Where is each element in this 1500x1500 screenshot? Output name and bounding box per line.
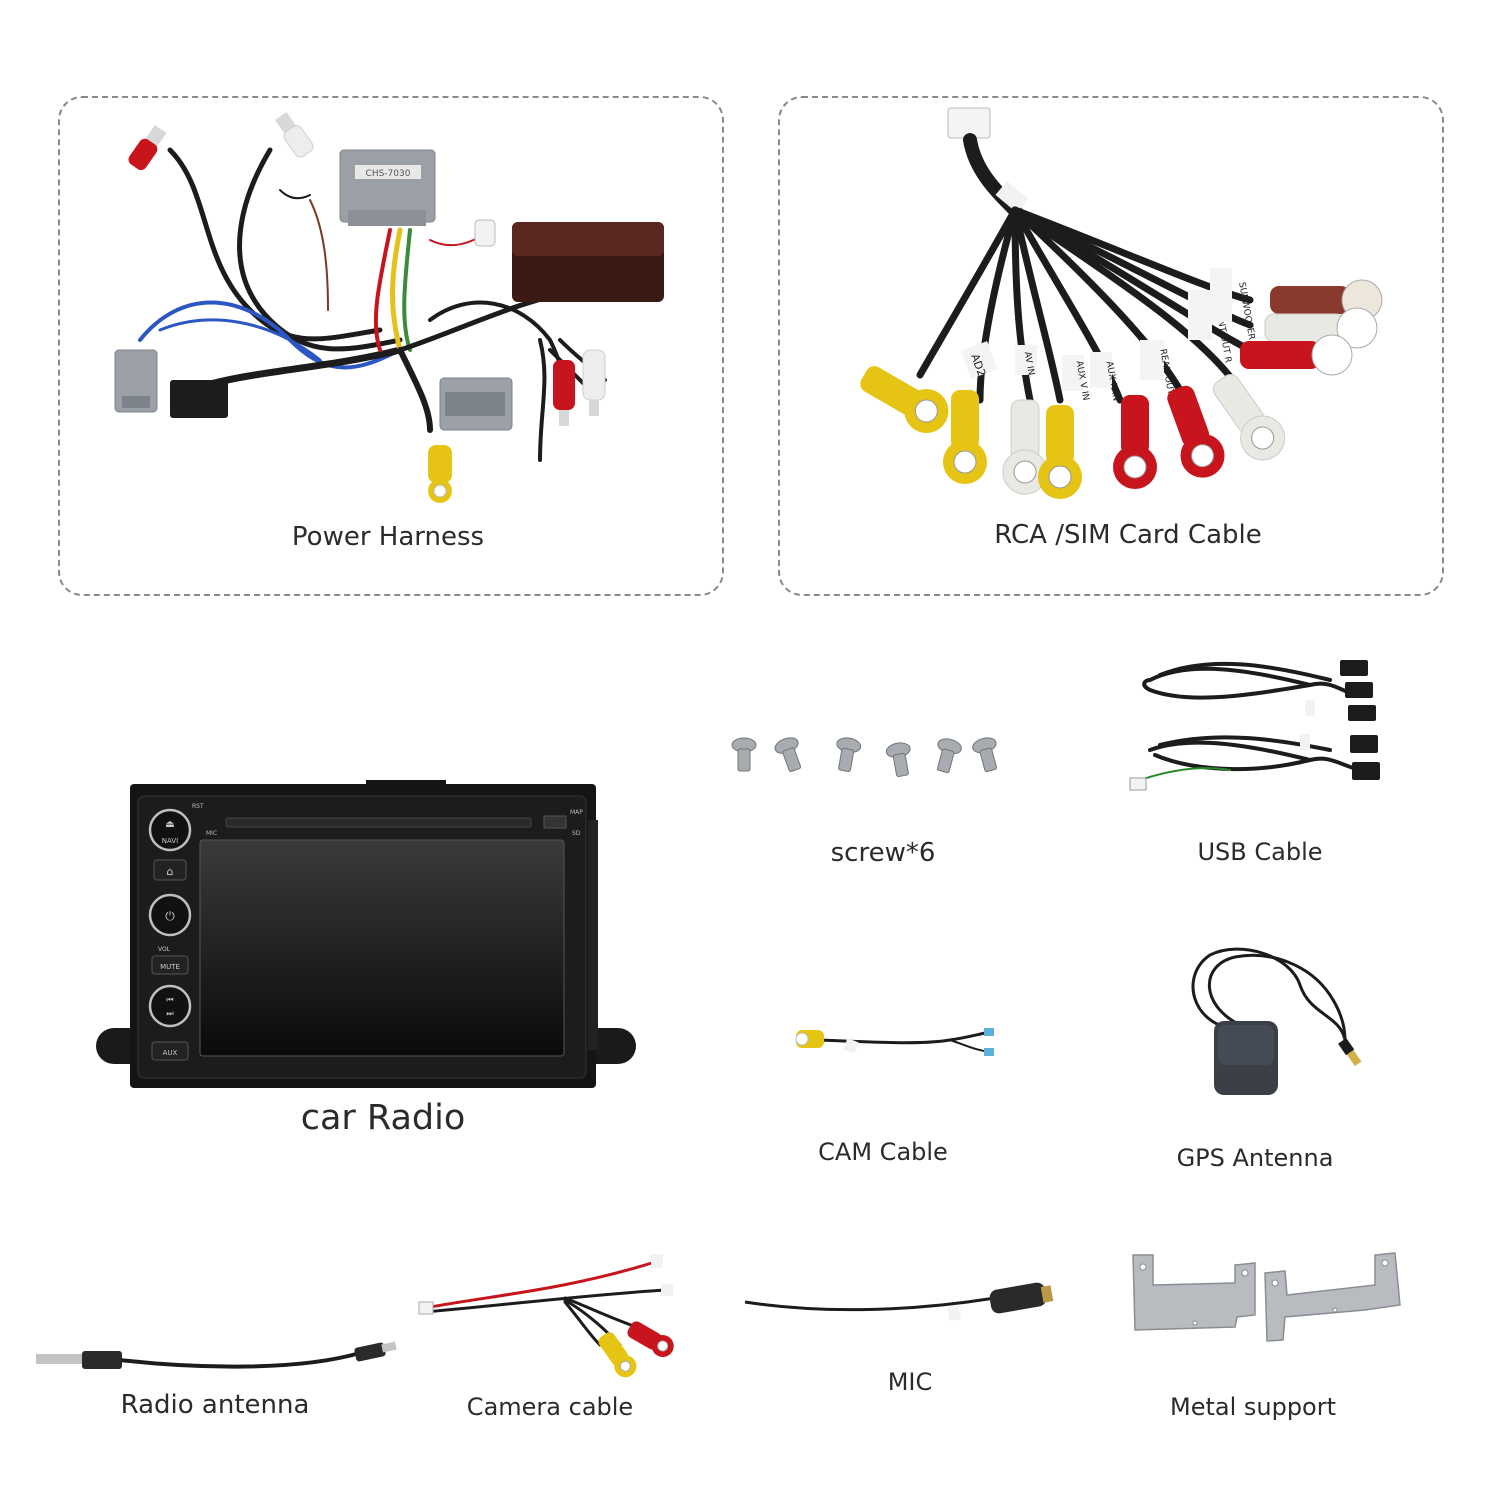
- power-harness-label: Power Harness: [291, 522, 485, 552]
- cam-cable-label: CAM Cable: [818, 1138, 948, 1166]
- car-radio-image: ⏏ NAVI ⌂ ⏻ VOL MUTE ⏮ ⏭ AUX RST MIC MAP …: [96, 780, 636, 1092]
- mute-button-label: MUTE: [160, 963, 180, 971]
- svg-text:⏏: ⏏: [165, 819, 174, 830]
- rca-tag-av-in: AV IN: [1022, 351, 1036, 376]
- usb-cable-image: [1129, 650, 1390, 800]
- svg-text:⏭: ⏭: [166, 1009, 173, 1018]
- mic-small-label: MIC: [206, 830, 217, 837]
- cam-cable-image: [790, 1020, 1000, 1070]
- camera-cable-image: [415, 1250, 685, 1380]
- usb-cable-label: USB Cable: [1197, 838, 1323, 866]
- rca-cable-image: AD2 AV IN AUX V IN AUX R IN REAR OUT R F…: [800, 100, 1420, 520]
- radio-antenna-image: [30, 1335, 400, 1385]
- gps-antenna-label: GPS Antenna: [1176, 1144, 1334, 1172]
- screws-image: [722, 730, 1022, 790]
- metal-support-label: Metal support: [1169, 1393, 1337, 1421]
- vol-label: VOL: [158, 946, 171, 953]
- power-harness-panel: [58, 96, 724, 596]
- aux-button-label: AUX: [163, 1049, 178, 1057]
- power-harness-image: CHS-7030: [100, 110, 680, 510]
- camera-cable-label: Camera cable: [466, 1393, 634, 1421]
- sd-label: SD: [572, 830, 581, 837]
- rca-tag-subwoofer: SUBWOOFER: [1236, 281, 1256, 340]
- navi-button-label: NAVI: [162, 837, 178, 845]
- svg-text:⌂: ⌂: [167, 865, 174, 878]
- rst-label: RST: [192, 803, 204, 810]
- map-label: MAP: [570, 809, 583, 816]
- gps-antenna-image: [1180, 945, 1380, 1105]
- screw-label: screw*6: [830, 838, 936, 868]
- metal-support-image: [1125, 1245, 1405, 1345]
- svg-text:⏮: ⏮: [166, 995, 173, 1004]
- car-radio-label: car Radio: [300, 1098, 466, 1138]
- radio-antenna-label: Radio antenna: [120, 1390, 310, 1420]
- rca-cable-panel: [778, 96, 1444, 596]
- svg-text:⏻: ⏻: [165, 909, 175, 923]
- connector-label: CHS-7030: [366, 169, 411, 179]
- mic-label: MIC: [887, 1368, 933, 1396]
- mic-image: [740, 1280, 1060, 1330]
- rca-cable-label: RCA /SIM Card Cable: [994, 520, 1262, 550]
